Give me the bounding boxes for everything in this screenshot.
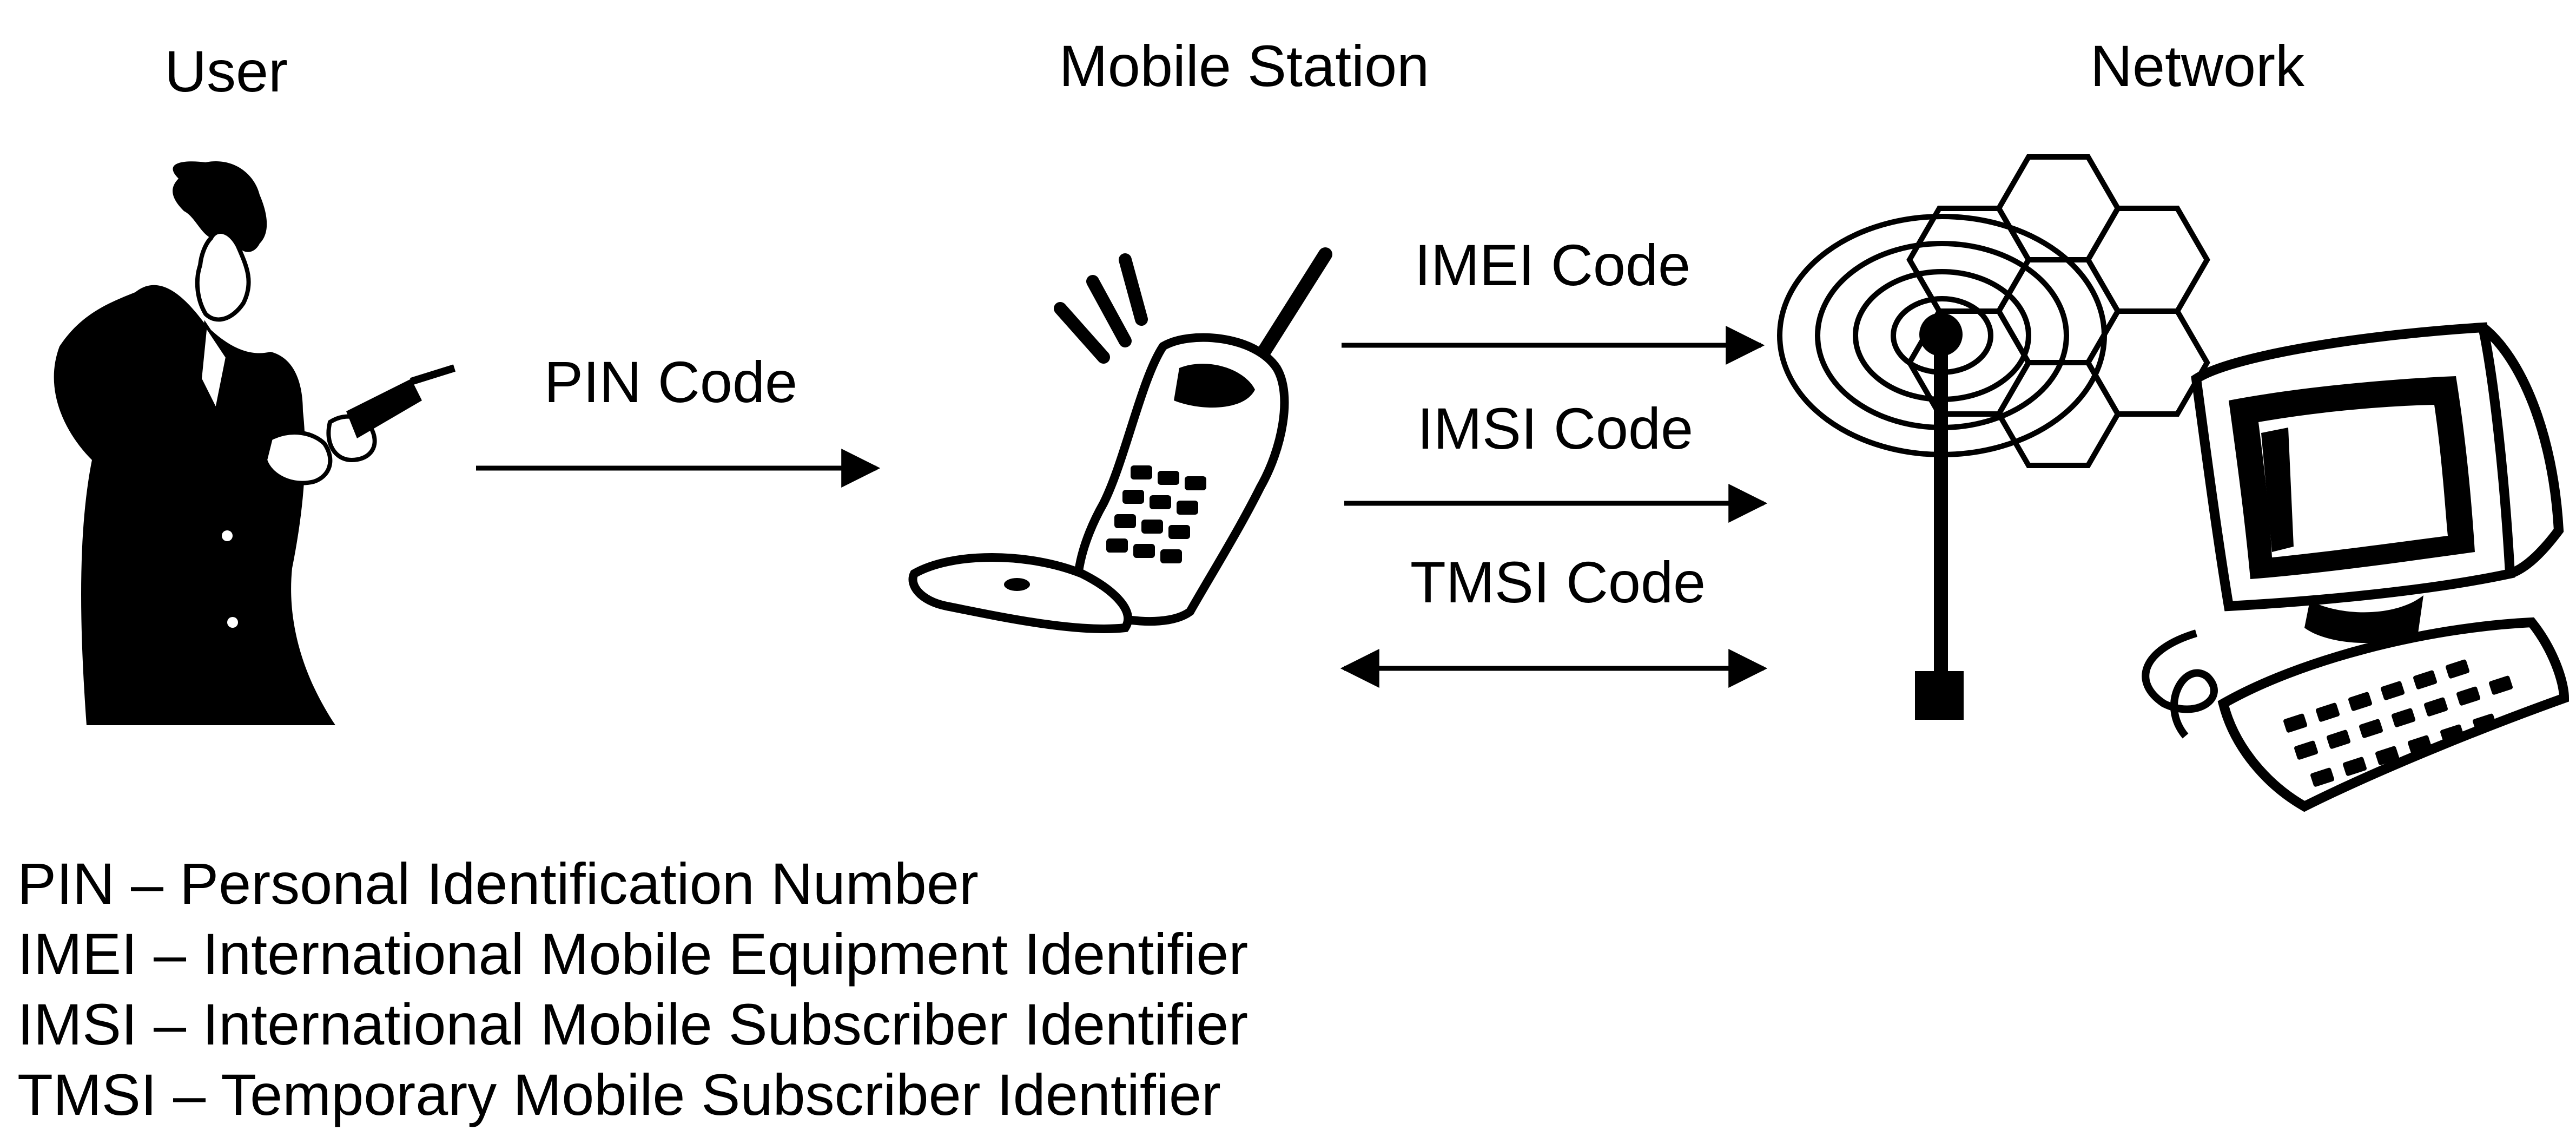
legend-tmsi: TMSI – Temporary Mobile Subscriber Ident… <box>17 1062 1221 1127</box>
network-heading: Network <box>2090 33 2305 98</box>
antenna-mast <box>1915 313 1964 720</box>
mobile-phone-icon <box>908 247 1332 633</box>
legend-imsi: IMSI – International Mobile Subscriber I… <box>17 991 1249 1057</box>
user-figure-icon <box>54 161 456 725</box>
abbreviation-legend: PIN – Personal Identification Number IME… <box>17 849 1248 1130</box>
user-heading: User <box>164 38 288 104</box>
tmsi-code-label: TMSI Code <box>1410 549 1706 615</box>
mobile-station-heading: Mobile Station <box>1059 33 1430 98</box>
network-antenna-icon <box>1777 154 2210 468</box>
legend-imei: IMEI – International Mobile Equipment Id… <box>17 921 1249 987</box>
legend-pin: PIN – Personal Identification Number <box>17 851 979 916</box>
imei-code-label: IMEI Code <box>1414 232 1691 298</box>
computer-icon <box>2142 322 2570 812</box>
pin-code-label: PIN Code <box>544 349 798 415</box>
imsi-code-label: IMSI Code <box>1417 396 1694 461</box>
